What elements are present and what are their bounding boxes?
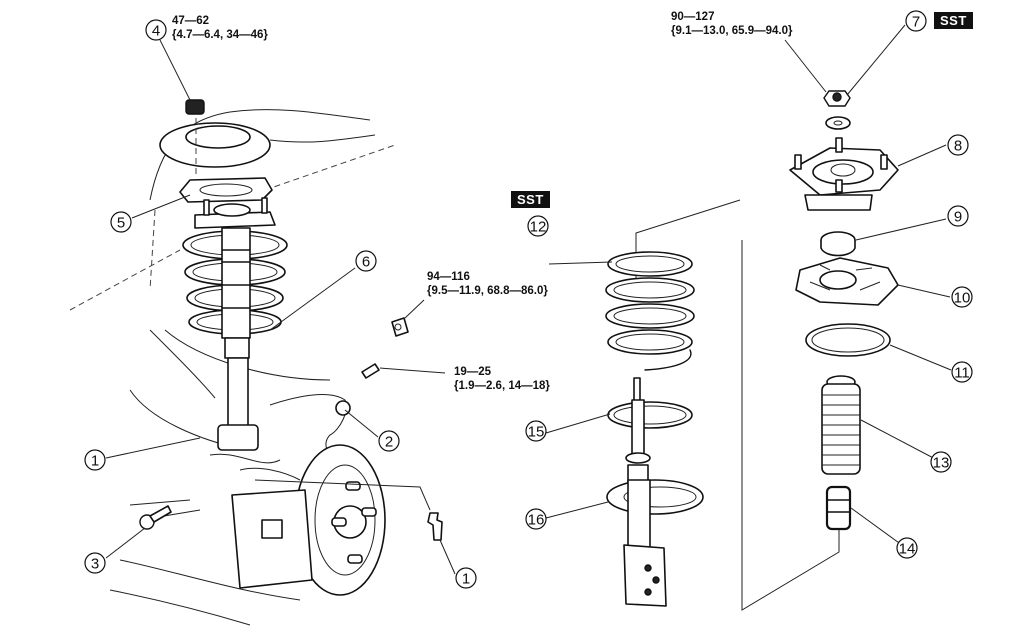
strut-lower-seat	[224, 337, 250, 359]
svg-text:6: 6	[362, 254, 370, 271]
svg-text:1: 1	[462, 571, 470, 588]
alignment-leader-right	[741, 240, 840, 611]
callout-9: 9	[947, 205, 969, 227]
svg-text:16: 16	[528, 512, 545, 529]
svg-text:1: 1	[91, 453, 99, 470]
alignment-leader	[635, 199, 741, 300]
svg-text:3: 3	[91, 556, 99, 573]
reference-line	[264, 144, 396, 191]
torque-alt-units: {1.9—2.6, 14—18}	[454, 380, 550, 392]
brake-caliper	[231, 489, 313, 589]
bracket-bolt	[361, 363, 380, 379]
svg-text:8: 8	[954, 138, 962, 155]
callout-7: 7	[905, 10, 927, 32]
mounting-nut	[185, 99, 205, 115]
torque-nm: 47—62	[172, 15, 210, 27]
sst-badge-nut: SST	[934, 12, 973, 29]
rubber-seat	[805, 323, 891, 357]
callout-5: 5	[110, 211, 132, 233]
mounting-gasket	[179, 177, 273, 203]
strut-bracket	[623, 544, 667, 607]
strut-spring-seat	[606, 479, 704, 515]
svg-text:4: 4	[152, 23, 160, 40]
svg-text:12: 12	[530, 219, 547, 236]
steering-knuckle-and-brake	[109, 394, 386, 626]
torque-alt-units: {9.5—11.9, 68.8—86.0}	[427, 285, 548, 297]
callout-15: 15	[525, 420, 547, 442]
lower-strut-bolt	[139, 505, 172, 530]
dust-boot	[821, 375, 861, 475]
clip-leader	[254, 479, 431, 511]
callout-10: 10	[951, 286, 973, 308]
piston-rod	[631, 399, 645, 456]
svg-text:15: 15	[528, 424, 545, 441]
strut-tower-hole	[185, 125, 251, 149]
mounting-block-part	[789, 137, 899, 211]
reference-line	[69, 249, 181, 311]
svg-text:13: 13	[933, 455, 950, 472]
callout-8: 8	[947, 134, 969, 156]
callout-14: 14	[896, 537, 918, 559]
callout-2: 2	[378, 430, 400, 452]
installed-strut-assembly	[69, 99, 443, 626]
torque-spec-nut-7: 90—127 {9.1—13.0, 65.9—94.0}	[671, 10, 792, 38]
callout-12: 12	[527, 215, 549, 237]
coil-spring	[605, 251, 695, 371]
svg-text:9: 9	[954, 209, 962, 226]
callout-16: 16	[525, 508, 547, 530]
callout-11: 11	[951, 361, 973, 383]
torque-nm: 19—25	[454, 366, 492, 378]
svg-text:2: 2	[385, 434, 393, 451]
leader-lines-left	[105, 39, 456, 575]
leader-lines-right	[784, 24, 952, 549]
torque-alt-units: {9.1—13.0, 65.9—94.0}	[671, 25, 793, 37]
torque-spec-lower-nut: 94—116 {9.5—11.9, 68.8—86.0}	[427, 270, 548, 298]
svg-text:10: 10	[954, 290, 971, 307]
callout-1-left: 1	[84, 449, 106, 471]
svg-text:11: 11	[954, 365, 970, 382]
callout-13: 13	[930, 451, 952, 473]
torque-spec-nut-4: 47—62 {4.7—6.4, 34—46}	[172, 14, 268, 42]
body-panel-outline	[149, 109, 371, 201]
lower-nut	[391, 317, 409, 337]
body-contour	[149, 329, 216, 399]
callout-6: 6	[355, 250, 377, 272]
torque-nm: 94—116	[427, 271, 470, 283]
svg-text:7: 7	[912, 14, 920, 31]
center-strut-exploded	[605, 199, 741, 607]
installed-coil-spring	[182, 227, 288, 339]
svg-text:5: 5	[117, 215, 125, 232]
strut-bracket	[217, 424, 259, 451]
washer	[825, 116, 851, 130]
torque-spec-bracket-bolt: 19—25 {1.9—2.6, 14—18}	[454, 365, 550, 393]
callout-1-right: 1	[455, 567, 477, 589]
upper-mount-stack	[741, 90, 899, 611]
callout-4: 4	[145, 19, 167, 41]
sst-badge-spring: SST	[511, 191, 550, 208]
strut-tube	[227, 357, 249, 429]
brake-hose-clip	[427, 512, 443, 541]
torque-alt-units: {4.7—6.4, 34—46}	[172, 29, 268, 41]
torque-nm: 90—127	[671, 11, 715, 23]
leader-lines-center	[545, 261, 613, 519]
fender-edge	[269, 134, 376, 143]
svg-text:14: 14	[899, 541, 916, 558]
callout-3: 3	[84, 552, 106, 574]
body-hidden-line	[149, 209, 156, 291]
